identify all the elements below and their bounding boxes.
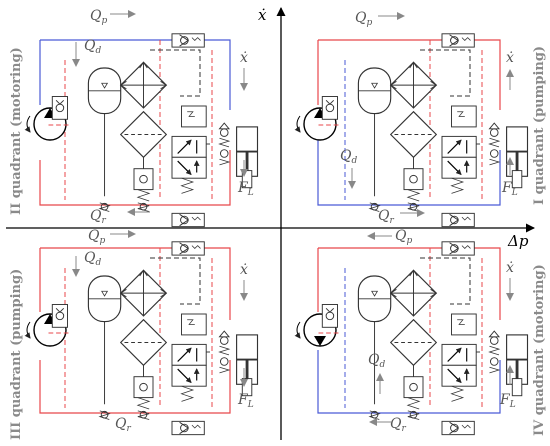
q4-bottom-flow-label: Qr (390, 416, 406, 434)
q2-bottom-flow-label: Qr (90, 208, 106, 226)
q2-force-label: FL (237, 180, 254, 198)
q3-accum-flow-label: Qd (84, 250, 101, 268)
q4-quadrant-label: IV quadrant (motoring) (532, 264, 547, 436)
q2-velocity-label: ẋ (240, 50, 248, 66)
q1-velocity-label: ẋ (506, 50, 514, 66)
q2-top-flow-label: Qp (90, 8, 107, 26)
q1-bottom-flow-label: Qr (378, 208, 394, 226)
x-axis-label: Δp (507, 232, 529, 250)
q2-accum-flow-label: Qd (84, 38, 101, 56)
quadrant-i-circuit: Qp Qd Qr ẋ FL I quadrant (pumping) (294, 10, 547, 227)
quadrant-iv-circuit: Qp Qd Qr ẋ FL IV quadrant (motoring) (294, 228, 547, 436)
q1-accum-flow-label: Qd (340, 148, 357, 166)
q3-bottom-flow-label: Qr (115, 416, 131, 434)
q3-quadrant-label: III quadrant (pumping) (9, 269, 24, 440)
q1-force-label: FL (501, 180, 518, 198)
q4-force-label: FL (499, 392, 516, 410)
q3-velocity-label: ẋ (240, 262, 248, 278)
q4-accum-flow-label: Qd (368, 352, 385, 370)
q1-top-flow-label: Qp (355, 10, 372, 28)
q3-top-flow-label: Qp (88, 228, 105, 246)
quadrant-iii-circuit: Qp Qd Qr ẋ FL III quadrant (pumping) (9, 228, 258, 440)
q4-top-flow-label: Qp (395, 228, 412, 246)
q3-force-label: FL (237, 392, 254, 410)
quadrant-ii-circuit: Qp Qd Qr ẋ FL II quadrant (motoring) (9, 8, 258, 227)
q2-quadrant-label: II quadrant (motoring) (9, 47, 24, 215)
y-axis-label: ẋ (258, 6, 267, 24)
q1-quadrant-label: I quadrant (pumping) (532, 46, 547, 205)
q4-velocity-label: ẋ (506, 260, 514, 276)
